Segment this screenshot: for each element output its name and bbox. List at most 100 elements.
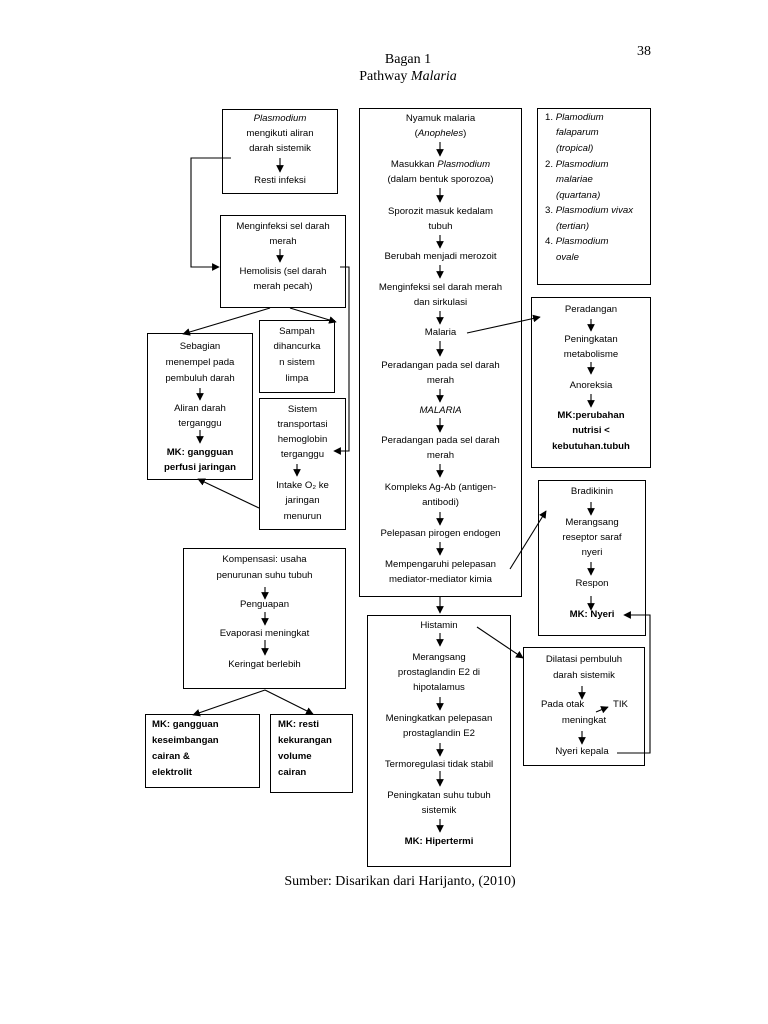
respon-text: Respon xyxy=(575,578,609,589)
mk-nutrisi-line1: MK:perubahan xyxy=(557,410,625,421)
mk-nutrisi-line2: nutrisi < xyxy=(572,425,610,436)
species-2: 2. Plasmodium xyxy=(545,157,608,173)
nyamuk-line1: Nyamuk malaria xyxy=(405,113,476,124)
kompensasi-line2: penurunan suhu tubuh xyxy=(216,570,313,581)
pada-otak-text: Pada otak xyxy=(541,699,585,710)
nyeri-kepala-text: Nyeri kepala xyxy=(555,746,609,757)
title-line-2: Pathway Malaria xyxy=(300,68,516,85)
box-menginfeksi-hemolisis xyxy=(220,215,346,308)
box-plasmodium-resti xyxy=(222,109,338,194)
hemolisis-line2: merah pecah) xyxy=(253,281,313,292)
sistem-line2: transportasi xyxy=(277,419,328,430)
menginfeksi-line2: merah xyxy=(269,236,297,247)
aliran-line2: terganggu xyxy=(178,418,222,429)
pelepasan-pirogen-text: Pelepasan pirogen endogen xyxy=(380,528,501,539)
arrow-d2 xyxy=(595,706,609,714)
species-2-num: 2. xyxy=(545,159,554,170)
sampah-line3: n sistem xyxy=(279,357,315,368)
menginfeksi-center-line1: Menginfeksi sel darah merah xyxy=(378,282,503,293)
masukkan-plasmodium: Plasmodium xyxy=(437,159,491,170)
keringat-text: Keringat berlebih xyxy=(228,659,301,670)
arrow-to-sebagian xyxy=(182,307,271,336)
species-1-num: 1. xyxy=(545,112,554,123)
species-1-name: Plamodium xyxy=(555,112,604,123)
species-2-sub1: malariae xyxy=(556,174,593,185)
box-sampah xyxy=(259,320,335,393)
mempengaruhi-line2: mediator-mediator kimia xyxy=(389,574,492,585)
intake-line2: jaringan xyxy=(285,495,320,506)
dilatasi-line1: Dilatasi pembuluh xyxy=(545,654,623,665)
dilatasi-line2: darah sistemik xyxy=(553,670,615,681)
arrow-mempeng-bradikinin xyxy=(509,510,547,570)
arrow-to-sampah xyxy=(289,307,337,324)
kompensasi-line1: Kompensasi: usaha xyxy=(222,554,307,565)
mk-nyeri: MK: Nyeri xyxy=(569,609,615,620)
box-center-pathway xyxy=(359,108,522,597)
species-4: 4. Plasmodium xyxy=(545,234,608,250)
title-prefix: Pathway xyxy=(359,69,411,84)
masukkan-line1: Masukkan Plasmodium xyxy=(359,158,522,171)
intake-line3: menurun xyxy=(283,511,322,522)
sampah-line4: limpa xyxy=(285,373,309,384)
bradikinin-title: Bradikinin xyxy=(570,486,614,497)
peradangan-sel-1-line2: merah xyxy=(426,375,455,386)
arrow-to-mk-volume xyxy=(264,689,314,715)
penguapan-text: Penguapan xyxy=(239,599,290,610)
mengikuti-text: mengikuti aliran xyxy=(246,128,314,139)
merangsang-reseptor-line3: nyeri xyxy=(581,547,603,558)
malaria-text: Malaria xyxy=(424,327,457,338)
peradangan-sel-2-line1: Peradangan pada sel darah xyxy=(381,435,500,446)
peningkatan-suhu-line2: sistemik xyxy=(421,805,457,816)
sistem-line1: Sistem xyxy=(287,404,318,415)
title-line-1: Bagan 1 xyxy=(384,52,432,67)
box-mk-keseimbangan-cairan xyxy=(145,714,260,788)
species-3-sub1: (tertian) xyxy=(556,221,590,232)
source-caption: Sumber: Disarikan dari Harijanto, (2010) xyxy=(284,874,516,889)
menginfeksi-center-line2: dan sirkulasi xyxy=(413,297,468,308)
peningkatan-metabolisme-line1: Peningkatan xyxy=(564,334,618,345)
sistem-line3: hemoglobin xyxy=(277,434,328,445)
evaporasi-text: Evaporasi meningkat xyxy=(219,628,310,639)
species-3-name: Plasmodium vivax xyxy=(555,205,633,216)
peningkatan-metabolisme-line2: metabolisme xyxy=(563,349,619,360)
peningkatan-suhu-line1: Peningkatan suhu tubuh xyxy=(387,790,491,801)
peradangan-title: Peradangan xyxy=(564,304,618,315)
kompleks-line1: Kompleks Ag-Ab (antigen- xyxy=(384,482,497,493)
title-italic: Malaria xyxy=(410,69,457,84)
species-1: 1. Plamodium xyxy=(545,110,604,126)
mk-cairan-line4: elektrolit xyxy=(152,767,192,778)
species-1-sub1: falaparum xyxy=(556,127,599,138)
sistem-line4: terganggu xyxy=(280,449,325,460)
sebagian-line2: menempel pada xyxy=(165,357,235,368)
nyamuk-close: ) xyxy=(463,128,467,139)
box-mk-resti-volume xyxy=(270,714,353,793)
species-1-sub2: (tropical) xyxy=(556,143,594,154)
page-number: 38 xyxy=(637,44,651,59)
anopheles-text: Anopheles xyxy=(417,128,464,139)
meningkat-text: meningkat xyxy=(561,715,607,726)
sporozit-line2: tubuh xyxy=(428,221,453,232)
mk-volume-line3: volume xyxy=(278,751,312,762)
berubah-text: Berubah menjadi merozoit xyxy=(384,251,497,262)
masukkan-line2: (dalam bentuk sporozoa) xyxy=(387,174,494,185)
mk-cairan-line3: cairan & xyxy=(152,751,190,762)
mempengaruhi-line1: Mempengaruhi pelepasan xyxy=(385,559,496,570)
merangsang-reseptor-line1: Merangsang xyxy=(565,517,619,528)
box-histamin xyxy=(367,615,511,867)
diagram-title: Bagan 1 Pathway Malaria xyxy=(300,51,516,85)
arrow-malaria-peradangan xyxy=(466,314,541,334)
sampah-line1: Sampah xyxy=(279,326,315,337)
mk-volume-line2: kekurangan xyxy=(278,735,332,746)
masukkan-prefix: Masukkan xyxy=(390,159,438,170)
species-2-sub2: (quartana) xyxy=(556,190,601,201)
malaria-caps-text: MALARIA xyxy=(419,405,462,416)
termoregulasi-text: Termoregulasi tidak stabil xyxy=(384,759,494,770)
box-species-list xyxy=(537,108,651,285)
plasmodium-text: Plasmodium xyxy=(253,113,307,124)
mk-perfusi-line2: perfusi jaringan xyxy=(164,462,236,473)
arrow-sistem-sebagian xyxy=(197,478,260,509)
mk-volume-line4: cairan xyxy=(278,767,307,778)
meningkatkan-line2: prostaglandin E2 xyxy=(402,728,475,739)
meningkatkan-line1: Meningkatkan pelepasan xyxy=(385,713,493,724)
